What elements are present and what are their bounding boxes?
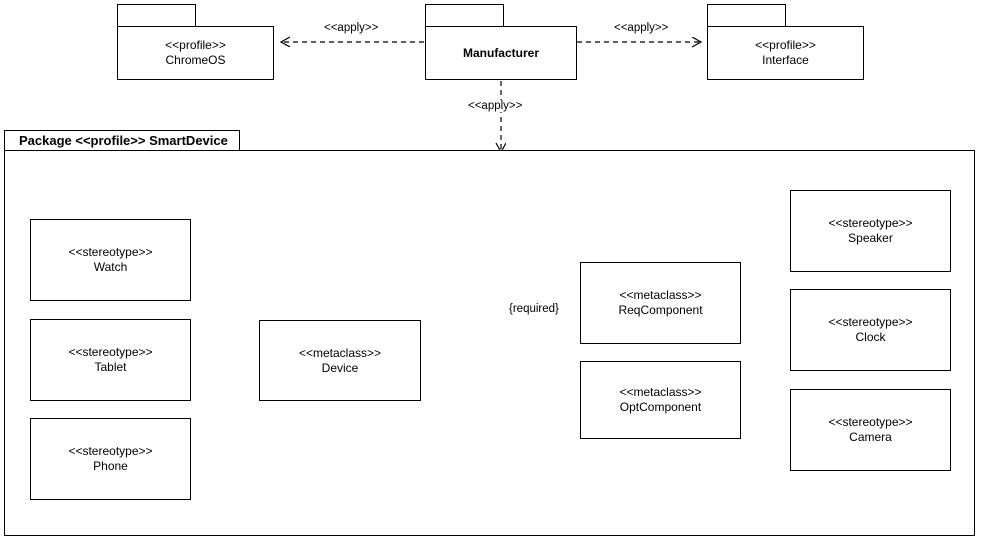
class-optcomponent-stereotype: <<metaclass>> [619,385,702,399]
class-device-stereotype: <<metaclass>> [298,345,382,360]
class-phone-name: Phone [93,459,128,473]
class-watch-name: Watch [93,260,128,274]
class-camera-stereotype: <<stereotype>> [828,415,913,429]
class-speaker[interactable]: <<stereotype>> Speaker [790,190,951,272]
edge-label-apply-right: <<apply>> [612,22,671,34]
class-reqcomponent-name: ReqComponent [618,303,703,317]
package-manufacturer-name: Manufacturer [462,45,539,60]
package-tab-interface [707,4,786,26]
class-reqcomponent-stereotype: <<metaclass>> [619,288,702,302]
class-device[interactable]: <<metaclass>> Device [259,320,421,401]
package-interface[interactable]: <<profile>> Interface [707,26,864,80]
class-optcomponent-name: OptComponent [619,400,702,414]
class-device-name: Device [321,360,359,375]
class-watch[interactable]: <<stereotype>> Watch [30,219,191,301]
class-watch-stereotype: <<stereotype>> [68,245,153,259]
package-chromeos[interactable]: <<profile>> ChromeOS [117,26,274,80]
class-clock[interactable]: <<stereotype>> Clock [790,289,951,371]
class-reqcomponent[interactable]: <<metaclass>> ReqComponent [580,262,741,344]
package-smartdevice-header[interactable]: Package <<profile>> SmartDevice [4,130,240,151]
class-tablet[interactable]: <<stereotype>> Tablet [30,319,191,401]
class-camera[interactable]: <<stereotype>> Camera [790,389,951,471]
package-interface-stereotype: <<profile>> [755,38,816,52]
class-clock-stereotype: <<stereotype>> [828,315,913,329]
class-tablet-stereotype: <<stereotype>> [68,345,153,359]
package-chromeos-stereotype: <<profile>> [165,38,226,52]
class-clock-name: Clock [855,330,886,344]
class-camera-name: Camera [849,430,892,444]
class-speaker-stereotype: <<stereotype>> [828,216,913,230]
class-phone[interactable]: <<stereotype>> Phone [30,418,191,500]
class-phone-stereotype: <<stereotype>> [68,444,153,458]
package-tab-chromeos [117,4,196,26]
class-optcomponent[interactable]: <<metaclass>> OptComponent [580,361,741,439]
package-smartdevice-label: Package <<profile>> SmartDevice [19,133,228,148]
edge-label-apply-down: <<apply>> [466,100,525,112]
edge-label-apply-left: <<apply>> [322,22,381,34]
edge-label-required: {required} [507,303,561,315]
package-interface-name: Interface [762,53,809,67]
class-tablet-name: Tablet [94,360,127,374]
class-speaker-name: Speaker [848,231,893,245]
package-tab-manufacturer [425,4,504,26]
package-chromeos-name: ChromeOS [165,53,226,67]
package-manufacturer[interactable]: Manufacturer [425,26,577,80]
